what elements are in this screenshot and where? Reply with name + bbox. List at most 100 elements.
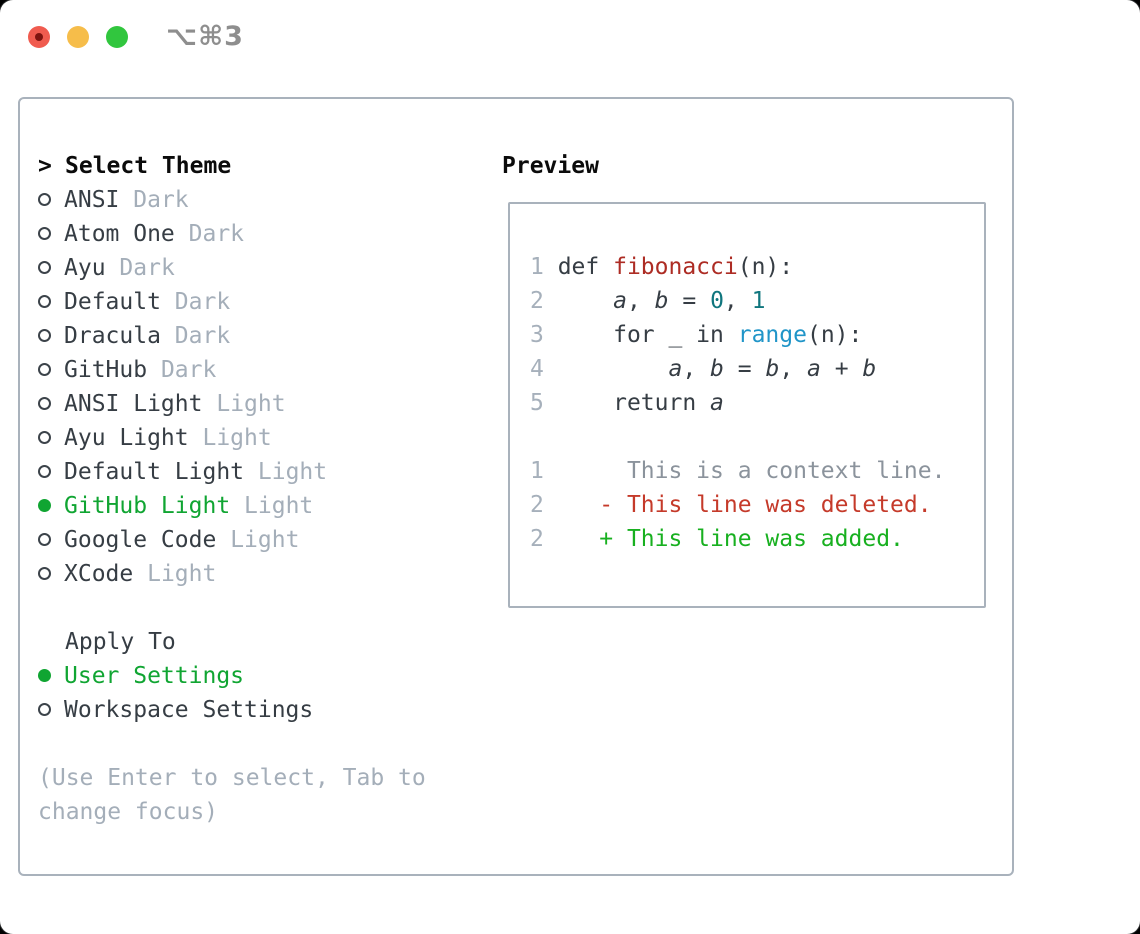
- theme-option-github[interactable]: GitHub Dark: [38, 353, 498, 387]
- code-token-number: 1: [751, 288, 766, 314]
- code-token-num: 1: [530, 254, 558, 280]
- option-variant-label: Dark: [174, 323, 231, 349]
- code-token-code: =: [723, 356, 766, 382]
- theme-option-github-light[interactable]: GitHub Light Light: [38, 489, 498, 523]
- radio-unselected-icon: [38, 295, 51, 308]
- code-token-code: ,: [682, 356, 711, 382]
- code-token-num: 2: [530, 288, 558, 314]
- select-theme-header: > Select Theme: [38, 149, 498, 183]
- theme-option-ayu-light[interactable]: Ayu Light Light: [38, 421, 498, 455]
- code-token-code: (n):: [737, 254, 794, 280]
- maximize-button[interactable]: [106, 26, 128, 48]
- option-label: Workspace Settings: [64, 697, 314, 723]
- option-variant-label: Dark: [160, 357, 217, 383]
- option-variant-label: Dark: [133, 187, 189, 213]
- preview-header: Preview: [502, 153, 599, 179]
- code-token-code: [558, 356, 669, 382]
- theme-option-xcode[interactable]: XCode Light: [38, 557, 498, 591]
- code-line: 3 for _ in range(n):: [530, 318, 984, 352]
- code-token-code: [544, 492, 599, 518]
- spacer: [38, 727, 498, 761]
- option-label: Atom One: [64, 221, 175, 247]
- radio-unselected-icon: [38, 329, 51, 342]
- theme-option-dracula[interactable]: Dracula Dark: [38, 319, 498, 353]
- code-token-context: This is a context line.: [543, 458, 946, 484]
- apply-option-workspace-settings[interactable]: Workspace Settings: [38, 693, 498, 727]
- radio-unselected-icon: [38, 227, 51, 240]
- code-token-func: fibonacci: [613, 254, 738, 280]
- theme-option-ansi[interactable]: ANSI Dark: [38, 183, 498, 217]
- option-label: User Settings: [64, 663, 245, 689]
- code-token-deleted: - This line was deleted.: [599, 492, 932, 518]
- theme-option-google-code[interactable]: Google Code Light: [38, 523, 498, 557]
- code-token-num: 5: [530, 390, 558, 416]
- apply-to-header: Apply To: [65, 629, 176, 655]
- theme-option-ansi-light[interactable]: ANSI Light Light: [38, 387, 498, 421]
- code-token-code: b: [654, 288, 669, 314]
- select-theme-header-label: Select Theme: [65, 153, 232, 179]
- code-line: 1 def fibonacci(n):: [530, 250, 984, 284]
- option-variant-label: Light: [244, 493, 314, 519]
- code-token-code: def: [557, 254, 614, 280]
- theme-option-atom-one[interactable]: Atom One Dark: [38, 217, 498, 251]
- code-token-code: =: [668, 288, 711, 314]
- theme-option-default[interactable]: Default Dark: [38, 285, 498, 319]
- radio-unselected-icon: [38, 363, 51, 376]
- code-token-code: a: [807, 356, 821, 382]
- code-token-num: 4: [530, 356, 558, 382]
- code-token-code: a: [613, 288, 627, 314]
- option-variant-label: Dark: [174, 289, 231, 315]
- code-line: 1 This is a context line.: [530, 454, 984, 488]
- help-text-line: change focus): [38, 799, 219, 825]
- help-text: (Use Enter to select, Tab to change focus…: [38, 761, 498, 829]
- option-variant-label: Dark: [188, 221, 245, 247]
- code-token-code: for _ in: [557, 322, 738, 348]
- option-variant-label: Light: [230, 527, 300, 553]
- code-token-code: ,: [626, 288, 655, 314]
- code-token-num: 2: [530, 526, 544, 552]
- radio-unselected-icon: [38, 431, 51, 444]
- code-line: 2 - This line was deleted.: [530, 488, 984, 522]
- code-token-num: 2: [530, 492, 544, 518]
- radio-unselected-icon: [38, 261, 51, 274]
- code-token-code: b: [710, 356, 724, 382]
- titlebar: ⌥⌘3: [0, 0, 1140, 74]
- window-title-shortcut: ⌥⌘3: [166, 21, 244, 52]
- prompt-icon: >: [38, 153, 52, 179]
- theme-option-default-light[interactable]: Default Light Light: [38, 455, 498, 489]
- option-variant-label: Light: [257, 459, 328, 485]
- option-label: Default: [64, 289, 161, 315]
- radio-unselected-icon: [38, 397, 51, 410]
- radio-unselected-icon: [38, 465, 51, 478]
- code-token-builtin: range: [737, 322, 807, 348]
- theme-option-ayu[interactable]: Ayu Dark: [38, 251, 498, 285]
- close-dot-icon: [35, 33, 43, 41]
- option-variant-label: Light: [202, 425, 272, 451]
- option-label: XCode: [64, 561, 134, 587]
- option-variant-label: Dark: [119, 255, 175, 281]
- apply-option-user-settings[interactable]: User Settings: [38, 659, 498, 693]
- option-label: Ayu: [64, 255, 106, 281]
- code-line: 5 return a: [530, 386, 984, 420]
- option-label: Default Light: [64, 459, 245, 485]
- code-token-added: + This line was added.: [599, 526, 904, 552]
- code-token-num: 3: [530, 322, 558, 348]
- close-button[interactable]: [28, 26, 50, 48]
- radio-unselected-icon: [38, 703, 51, 716]
- radio-selected-icon: [38, 669, 51, 682]
- code-token-code: a: [668, 356, 683, 382]
- code-token-code: b: [765, 356, 780, 382]
- code-token-code: (n):: [806, 322, 863, 348]
- code-line: 2 a, b = 0, 1: [530, 284, 984, 318]
- code-token-code: [544, 526, 599, 552]
- code-token-code: ,: [723, 288, 752, 314]
- code-token-code: ,: [779, 356, 808, 382]
- help-text-line: (Use Enter to select, Tab to: [38, 765, 426, 791]
- spacer: [38, 591, 498, 625]
- minimize-button[interactable]: [67, 26, 89, 48]
- code-line: 2 + This line was added.: [530, 522, 984, 556]
